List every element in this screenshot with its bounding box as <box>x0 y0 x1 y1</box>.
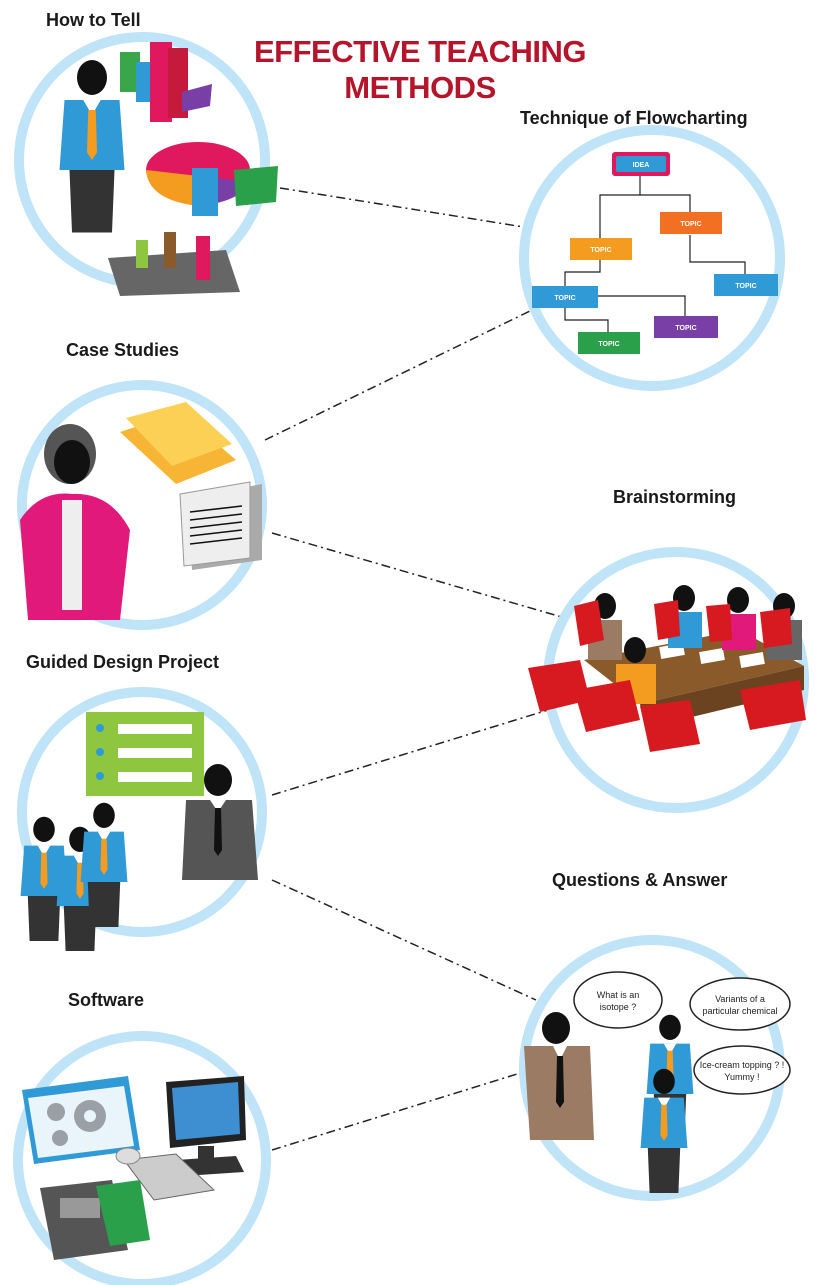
connector-guided-brain <box>271 709 549 796</box>
bubble-answer1-line2: particular chemical <box>702 1006 777 1016</box>
title-line-1: EFFECTIVE TEACHING <box>253 34 587 69</box>
label-software: Software <box>68 990 145 1010</box>
connector-case-flow <box>264 309 533 441</box>
label-case-studies: Case Studies <box>66 340 180 360</box>
how-to-tell-art <box>59 42 278 296</box>
flow-topic-3: TOPIC <box>735 283 756 290</box>
page-title: EFFECTIVE TEACHING METHODS <box>230 34 610 106</box>
connector-case-brain <box>271 532 573 621</box>
label-questions: Questions & Answer <box>552 870 728 890</box>
flow-topic-5: TOPIC <box>675 325 696 332</box>
label-how-to-tell: How to Tell <box>46 10 141 30</box>
bubble-answer1-line1: Variants of a <box>715 994 765 1004</box>
software-art <box>22 1076 246 1260</box>
flow-topic-4: TOPIC <box>554 295 575 302</box>
flow-idea-label: IDEA <box>633 162 650 169</box>
connector-software-qa <box>271 1069 531 1151</box>
case-studies-art <box>20 402 262 620</box>
questions-art: What is an isotope ? Variants of a parti… <box>524 971 791 1193</box>
flowchart-art: IDEA TOPIC TOPIC TOPIC TOPIC TOPIC TOPIC <box>532 152 778 354</box>
flow-topic-6: TOPIC <box>598 341 619 348</box>
flow-topic-2: TOPIC <box>680 221 701 228</box>
flow-topic-1: TOPIC <box>590 247 611 254</box>
label-flowcharting: Technique of Flowcharting <box>520 108 748 128</box>
connector-guided-qa <box>271 879 537 1001</box>
bubble-answer2-line2: Yummy ! <box>724 1072 759 1082</box>
title-line-2: METHODS <box>344 70 496 105</box>
connector-tell-flow <box>279 187 531 229</box>
bubble-answer2-line1: Ice-cream topping ? ! <box>700 1060 785 1070</box>
label-guided-design: Guided Design Project <box>26 652 220 672</box>
connector-lines <box>264 187 573 1151</box>
label-brainstorming: Brainstorming <box>613 487 737 507</box>
bubble-question-line2: isotope ? <box>600 1002 637 1012</box>
guided-design-art <box>20 712 258 951</box>
bubble-question-line1: What is an <box>597 990 640 1000</box>
brainstorming-art <box>528 585 806 752</box>
